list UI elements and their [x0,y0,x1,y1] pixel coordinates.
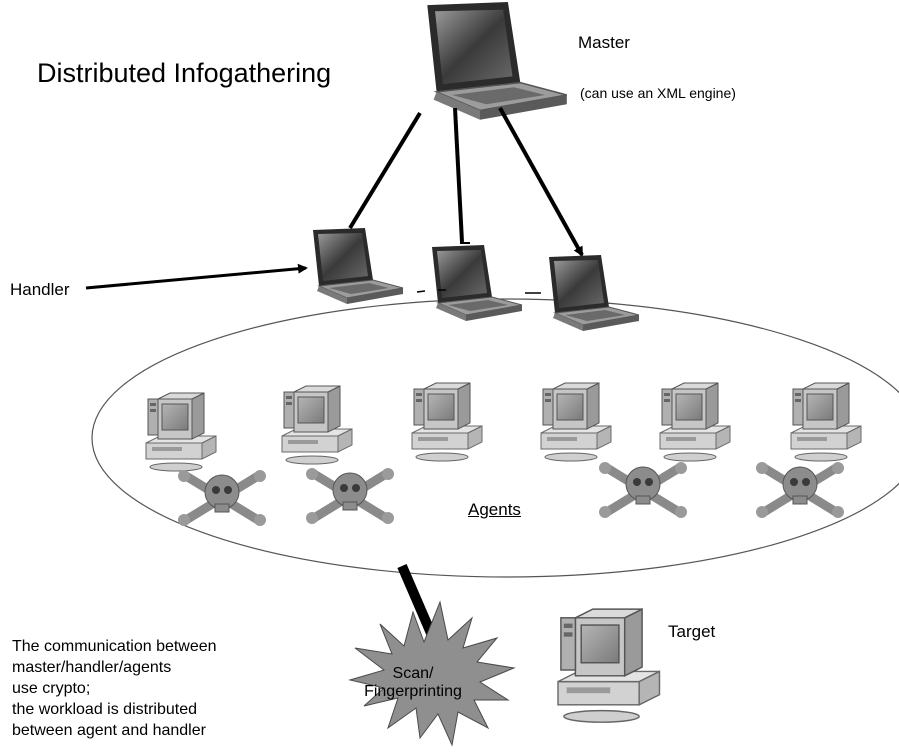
scan-label-line-1: Scan/ [392,665,434,682]
master-link-left [348,111,422,230]
skull-crossbones-icon-3 [599,462,687,518]
notes-line-5: between agent and handler [12,722,206,739]
skull-crossbones-icon-2 [306,468,394,524]
agents-label: Agents [468,500,521,519]
agent-computer-icon-5 [659,382,731,462]
target-label: Target [668,622,716,641]
notes-line-1: The communication between [12,638,217,655]
handler-laptop-icon-2 [431,244,523,322]
agent-computer-icon-3 [411,382,483,462]
agent-computer-icon-1 [145,392,217,472]
master-link-right-arrow [498,107,584,257]
target-computer-icon [557,608,661,723]
master-laptop-icon [426,1,568,121]
agent-computer-icon-4 [540,382,612,462]
notes-block: The communication between master/handler… [12,636,217,741]
notes-line-3: use crypto; [12,680,91,697]
skull-crossbones-icon-4 [756,462,844,518]
skull-crossbones-icon-1 [178,470,266,526]
notes-line-2: master/handler/agents [12,659,172,676]
handler-laptop-icon-1 [312,227,404,305]
agent-network-ellipse [91,298,899,578]
scan-label: Scan/ Fingerprinting [360,665,466,701]
handler-pointer-arrow [85,263,308,290]
notes-line-4: the workload is distributed [12,701,197,718]
agent-computer-icon-2 [281,385,353,465]
handler-laptop-icon-3 [548,254,640,332]
master-link-center [453,107,464,243]
diagram-title: Distributed Infogathering [37,58,332,88]
scan-label-line-2: Fingerprinting [364,683,462,700]
handler-label: Handler [10,280,70,299]
scan-burst-shape [348,600,516,747]
agent-computer-icon-6 [790,382,862,462]
master-label: Master [578,33,630,52]
master-note: (can use an XML engine) [580,85,736,101]
